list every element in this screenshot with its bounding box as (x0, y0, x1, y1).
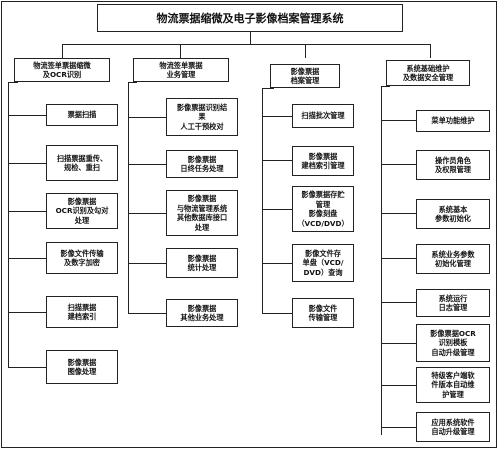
top-bus (62, 44, 430, 45)
branch-1-item: 影像票据 其他业务处理 (166, 299, 238, 327)
branch-0-tick (8, 211, 46, 212)
branch-3-tick (381, 427, 416, 428)
branch-0-item: 影像文件传输 及数字加密 (46, 242, 118, 274)
branch-2-header: 影像票据 档案管理 (270, 64, 340, 88)
branch-0-item: 票据扫描 (46, 104, 118, 126)
branch-3-tick (381, 213, 416, 214)
branch-0-tick (8, 163, 46, 164)
branch-2-tick (262, 209, 292, 210)
branch-1-tick (128, 213, 166, 214)
branch-1-header: 物流签单票据 业务管理 (133, 58, 229, 82)
branch-1-item: 影像票据 与物流管理系统 其他数据库接口 处理 (166, 190, 238, 236)
branch-3-tick (381, 302, 416, 303)
branch-2-tick (262, 160, 292, 161)
branch-1-item: 影像票据 统计处理 (166, 248, 238, 278)
branch-1-spine (128, 82, 129, 314)
branch-0-tick (8, 312, 46, 313)
branch-2-spine (262, 88, 263, 314)
branch-2-item: 影像票据 建档索引管理 (292, 146, 354, 176)
branch-2-tick (262, 116, 292, 117)
branch-2-item: 影像文件 传输管理 (292, 298, 354, 328)
branch-3-tick (381, 258, 416, 259)
branch-0-tick (8, 258, 46, 259)
branch-3-header: 系统基础维护 及数据安全管理 (386, 60, 470, 86)
branch-0-item: 影像票据 图像处理 (46, 350, 118, 384)
branch-3-item: 系统运行 日志管理 (416, 289, 490, 317)
branch-0-drop (62, 44, 63, 58)
branch-2-spine-top (262, 88, 274, 89)
branch-2-item: 影像票据存贮 管理 影像刻盘 （VCD/DVD） (292, 186, 354, 232)
branch-0-tick (8, 367, 46, 368)
branch-1-item: 影像票据 日终任务处理 (166, 150, 238, 178)
branch-1-spine-top (128, 82, 137, 83)
branch-3-tick (381, 343, 416, 344)
branch-1-tick (128, 164, 166, 165)
root-node: 物流票据缩微及电子影像档案管理系统 (97, 4, 403, 32)
branch-1-drop (180, 44, 181, 58)
root-connector (250, 32, 251, 44)
branch-0-spine (8, 82, 9, 368)
branch-1-tick (128, 263, 166, 264)
branch-3-item: 系统基本 参数初始化 (416, 199, 490, 229)
branch-3-item: 系统业务参数 初始化管理 (416, 244, 490, 274)
branch-3-tick (381, 385, 416, 386)
branch-3-tick (381, 164, 416, 165)
branch-0-item: 扫描票据重传、 规检、重扫 (46, 145, 118, 181)
branch-3-item: 操作员角色 及权限管理 (416, 150, 490, 180)
branch-1-tick (128, 117, 166, 118)
branch-3-item: 影像票据OCR 识别模板 自动升级管理 (416, 324, 490, 362)
branch-3-spine (381, 86, 382, 435)
branch-3-item: 特级客户端软 件版本自动维 护管理 (416, 367, 490, 403)
branch-0-item: 影像票据 OCR识别及勾对 处理 (46, 193, 118, 229)
branch-3-spine-top (381, 86, 390, 87)
branch-0-tick (8, 115, 46, 116)
branch-2-drop (305, 44, 306, 58)
branch-0-item: 扫描票据 建档索引 (46, 296, 118, 328)
branch-3-drop (430, 44, 431, 58)
branch-3-item: 应用系统软件 自动升级管理 (416, 412, 490, 442)
branch-0-header: 物流签单票据缩微 及OCR识别 (14, 58, 110, 82)
branch-3-item: 菜单功能维护 (416, 110, 490, 132)
branch-3-tick (381, 120, 416, 121)
branch-2-item: 影像文件存 单盘（VCD/ DVD）查询 (292, 244, 354, 282)
branch-2-item: 扫描批次管理 (292, 104, 354, 128)
branch-1-item: 影像票据识别结 果 人工干预校对 (166, 98, 238, 136)
branch-2-tick (262, 313, 292, 314)
branch-0-spine-top (8, 82, 18, 83)
branch-2-tick (262, 263, 292, 264)
branch-1-tick (128, 313, 166, 314)
